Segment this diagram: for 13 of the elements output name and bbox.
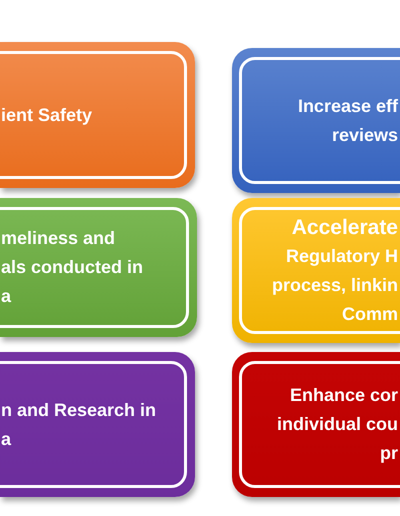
- goal-panel: [0, 198, 197, 337]
- goal-text: n and Research in a: [1, 398, 156, 450]
- goal-text: Regulatory H process, linkin Comm: [272, 244, 398, 326]
- goal-panel: [232, 198, 400, 343]
- goal-panel: [232, 48, 400, 193]
- goal-text: Increase eff reviews: [298, 94, 398, 146]
- goal-panel: [0, 42, 195, 188]
- goal-heading: Accelerate: [292, 214, 398, 240]
- goal-text: meliness and als conducted in a: [1, 227, 144, 308]
- goal-panel: [0, 352, 195, 497]
- goal-text: ient Safety: [1, 104, 92, 127]
- goal-panel: [232, 352, 400, 497]
- goal-text: Enhance cor individual cou pr: [276, 384, 398, 465]
